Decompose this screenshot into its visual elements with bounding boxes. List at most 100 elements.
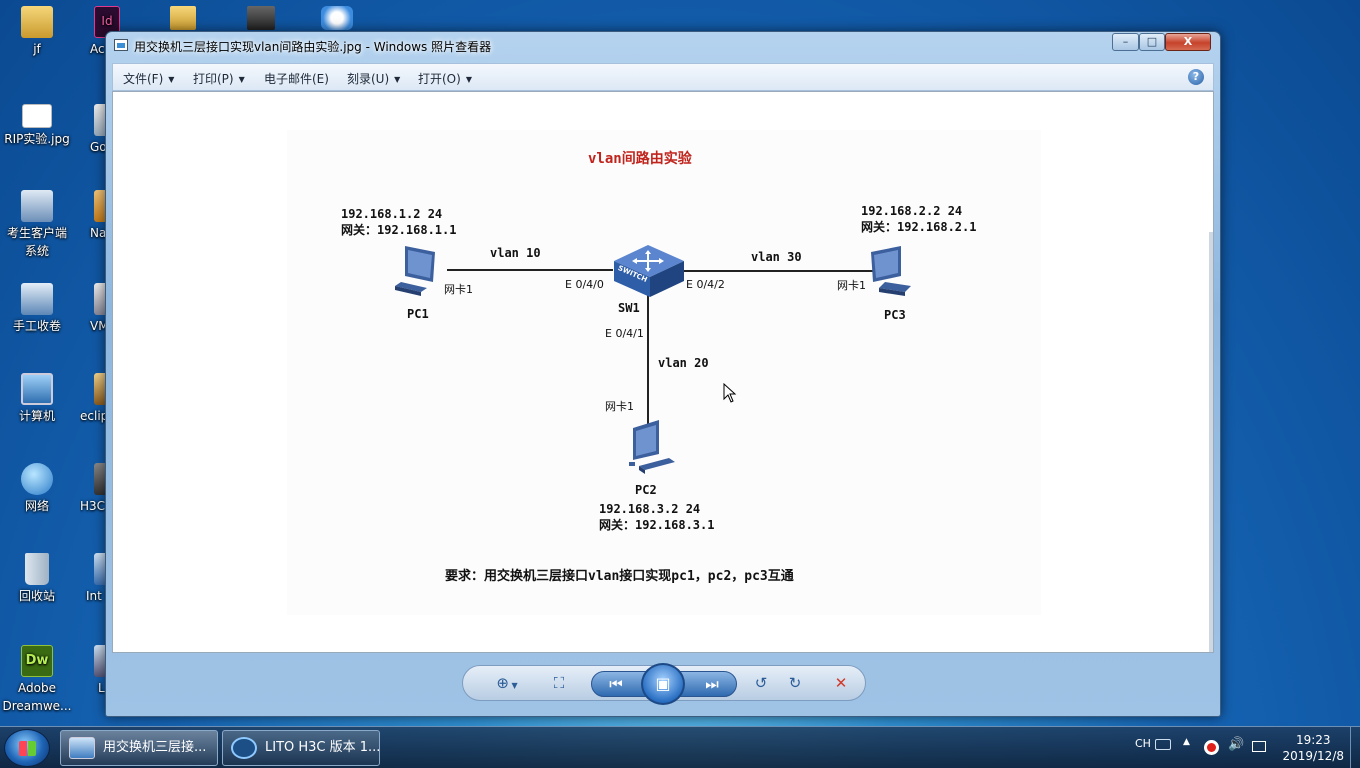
computer-icon	[21, 373, 53, 405]
desktop-icon-label: RIP实验.jpg	[4, 132, 70, 146]
switch-name: SW1	[618, 301, 640, 315]
vlan10-label: vlan 10	[490, 246, 541, 260]
taskbar-button-photo-viewer[interactable]: 用交换机三层接...	[60, 730, 218, 766]
image-file-icon	[22, 104, 52, 128]
pc3-ip: 192.168.2.2 24	[861, 204, 963, 218]
photo-viewer-window: 用交换机三层接口实现vlan间路由实验.jpg - Windows 照片查看器 …	[105, 31, 1221, 717]
vlan20-label: vlan 20	[658, 356, 709, 370]
pc1-gateway: 网关：192.168.1.1	[341, 223, 457, 237]
actual-size-button[interactable]: ⛶	[553, 674, 565, 692]
pc3-nic-label: 网卡1	[837, 279, 866, 292]
vertical-scrollbar[interactable]	[1209, 232, 1213, 652]
port-pc3-label: E 0/4/2	[686, 278, 725, 291]
shortcut-app-icon	[21, 283, 53, 315]
image-viewport[interactable]: vlan间路由实验 192.168.1.2 24 网关：192.168.1.1 …	[112, 91, 1214, 653]
dropdown-arrow-icon: ▼	[168, 75, 175, 84]
pc3-computer-icon	[871, 246, 911, 296]
desktop-icon-label: 考生客户端系统	[7, 226, 68, 258]
recycle-bin-icon	[25, 553, 49, 585]
pc1-computer-icon	[395, 246, 435, 296]
menu-bar: 文件(F) ▼ 打印(P)▼ 电子邮件(E) 刻录(U) ▼ 打开(O)▼ ?	[112, 63, 1214, 91]
rotate-left-button[interactable]: ↺	[754, 674, 768, 692]
slideshow-button[interactable]: ▣	[641, 663, 685, 705]
desktop-icon-label: 计算机	[18, 409, 55, 423]
taskbar: 用交换机三层接... LITO H3C 版本 1... CH ▲ 🔊 19:23…	[0, 726, 1360, 768]
menu-file-label: 文件(F)	[123, 72, 164, 86]
desktop-icon-jf[interactable]: jf	[0, 6, 74, 58]
lito-app-icon	[231, 737, 257, 759]
desktop-icon-label: 网络	[24, 499, 49, 513]
pc2-computer-icon	[629, 420, 675, 474]
desktop-icon-recycle-bin[interactable]: 回收站	[0, 553, 74, 605]
shortcut-app-icon	[21, 190, 53, 222]
show-hidden-icons-arrow-icon[interactable]: ▲	[1183, 737, 1190, 747]
pc1-ip: 192.168.1.2 24	[341, 207, 443, 221]
link-sw1-pc2	[647, 290, 649, 424]
record-icon[interactable]	[1204, 740, 1219, 755]
ime-indicator[interactable]: CH	[1135, 737, 1151, 750]
viewer-control-bar: ⊕ ▼ ⛶ ⏮ ⏭ ▣ ↺ ↻ ✕	[462, 663, 866, 705]
network-globe-icon	[21, 463, 53, 495]
dreamweaver-app-icon: Dw	[21, 645, 53, 677]
pc3-name: PC3	[884, 308, 906, 322]
menu-file[interactable]: 文件(F) ▼	[123, 70, 174, 87]
photo-viewer-app-icon	[114, 39, 128, 51]
desktop-icon-manual-collect[interactable]: 手工收卷	[0, 283, 74, 335]
menu-email[interactable]: 电子邮件(E)	[264, 70, 329, 87]
desktop-icon-computer[interactable]: 计算机	[0, 373, 74, 425]
window-title: 用交换机三层接口实现vlan间路由实验.jpg - Windows 照片查看器	[134, 40, 492, 54]
menu-print[interactable]: 打印(P)▼	[193, 70, 245, 87]
minimize-button[interactable]: –	[1112, 33, 1139, 51]
close-button[interactable]: X	[1165, 33, 1211, 51]
desktop-icon-label: eclip	[80, 409, 109, 423]
pc1-name: PC1	[407, 307, 429, 321]
app-icon[interactable]	[247, 6, 275, 30]
menu-email-label: 电子邮件(E)	[264, 72, 329, 86]
volume-icon[interactable]: 🔊	[1228, 737, 1245, 752]
desktop-icon-label: L	[98, 681, 105, 695]
rotate-right-button[interactable]: ↻	[788, 674, 802, 692]
photo-viewer-app-icon	[69, 737, 95, 759]
previous-button[interactable]: ⏮	[609, 675, 623, 693]
help-icon[interactable]: ?	[1188, 69, 1204, 85]
displayed-image: vlan间路由实验 192.168.1.2 24 网关：192.168.1.1 …	[287, 130, 1041, 615]
taskbar-button-label: 用交换机三层接...	[103, 740, 207, 755]
next-button[interactable]: ⏭	[705, 675, 719, 693]
desktop-icon-label: Adobe Dreamwe...	[2, 681, 72, 713]
network-tray-icon[interactable]	[1252, 741, 1266, 752]
desktop-icon-dreamweaver[interactable]: Dw Adobe Dreamwe...	[0, 645, 74, 715]
desktop-icon-rip-jpg[interactable]: RIP实验.jpg	[0, 104, 74, 148]
desktop-icon-label: 回收站	[18, 589, 55, 603]
window-titlebar[interactable]: 用交换机三层接口实现vlan间路由实验.jpg - Windows 照片查看器 …	[106, 32, 1220, 60]
port-pc2-label: E 0/4/1	[605, 327, 644, 340]
clock[interactable]: 19:23 2019/12/8	[1282, 732, 1344, 764]
switch-icon	[614, 245, 684, 297]
desktop-icon-label: jf	[33, 42, 41, 56]
start-button[interactable]	[4, 729, 50, 767]
maximize-button[interactable]: □	[1139, 33, 1165, 51]
show-desktop-button[interactable]	[1350, 727, 1360, 768]
folder-icon[interactable]	[170, 6, 196, 30]
dropdown-arrow-icon: ▼	[238, 75, 245, 84]
pc2-ip: 192.168.3.2 24	[599, 502, 701, 516]
menu-open[interactable]: 打开(O)▼	[418, 70, 472, 87]
app-icon[interactable]	[321, 6, 353, 30]
clock-date: 2019/12/8	[1282, 749, 1344, 763]
desktop-icon-label: 手工收卷	[12, 319, 61, 333]
desktop-icon-network[interactable]: 网络	[0, 463, 74, 515]
pc3-gateway: 网关：192.168.2.1	[861, 220, 977, 234]
desktop-icon-exam-client[interactable]: 考生客户端系统	[0, 190, 74, 260]
zoom-button[interactable]: ⊕ ▼	[496, 674, 518, 692]
dropdown-arrow-icon: ▼	[394, 75, 401, 84]
taskbar-button-lito-h3c[interactable]: LITO H3C 版本 1...	[222, 730, 380, 766]
port-pc1-label: E 0/4/0	[565, 278, 604, 291]
menu-burn-label: 刻录(U)	[347, 72, 390, 86]
menu-burn[interactable]: 刻录(U) ▼	[347, 70, 400, 87]
zoom-icon: ⊕	[496, 674, 509, 692]
keyboard-icon[interactable]	[1155, 739, 1171, 750]
pc2-gateway: 网关：192.168.3.1	[599, 518, 715, 532]
mouse-cursor-icon	[723, 383, 737, 403]
taskbar-button-label: LITO H3C 版本 1...	[265, 740, 380, 755]
clock-time: 19:23	[1295, 733, 1331, 747]
delete-button[interactable]: ✕	[834, 674, 848, 692]
